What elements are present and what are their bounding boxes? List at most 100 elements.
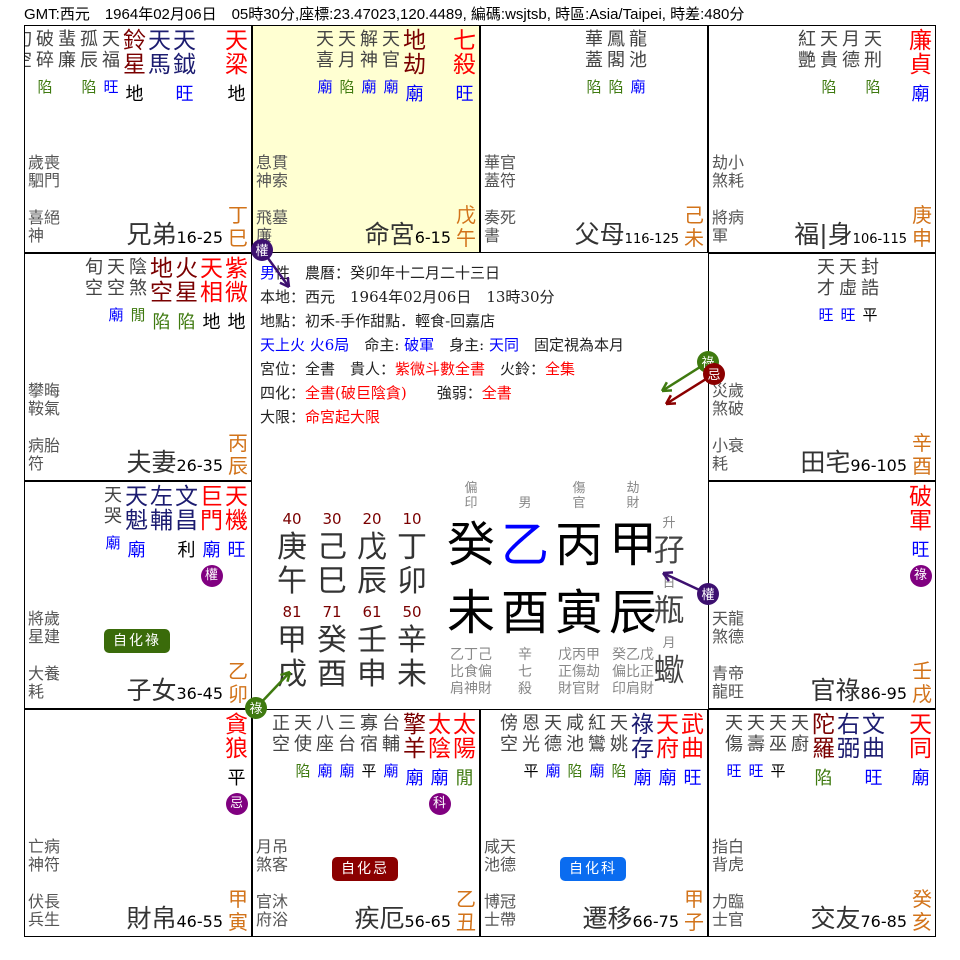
star-火星[interactable]: 火星陷	[174, 257, 199, 333]
star-蜚廉[interactable]: 蜚廉	[56, 29, 78, 96]
star-天使[interactable]: 天使陷	[292, 713, 314, 780]
minor-god-line: 指白	[712, 837, 745, 856]
star-天府[interactable]: 天府廟	[655, 713, 680, 789]
palace-子[interactable]: 武曲旺天府廟祿存廟天姚陷紅鸞廟咸池陷天德廟恩光平傍空 咸天池德博冠士帶遷移66-…	[480, 709, 708, 937]
star-鈴星[interactable]: 鈴星地	[122, 29, 147, 105]
star-封誥[interactable]: 封誥平	[859, 257, 881, 324]
star-解神[interactable]: 解神廟	[358, 29, 380, 96]
star-正空[interactable]: 正空	[270, 713, 292, 780]
star-name: 天機	[225, 484, 248, 534]
star-三台[interactable]: 三台廟	[336, 713, 358, 780]
star-華蓋[interactable]: 華蓋陷	[583, 29, 605, 96]
star-name: 天貴	[820, 29, 838, 71]
star-寡宿[interactable]: 寡宿平	[358, 713, 380, 780]
star-恩光[interactable]: 恩光平	[520, 713, 542, 780]
star-天空[interactable]: 天空廟	[105, 257, 127, 324]
star-name: 文昌	[175, 484, 198, 534]
star-破軍[interactable]: 破軍旺祿	[908, 485, 933, 587]
star-天廚[interactable]: 天廚	[789, 713, 811, 780]
info-text: 破軍	[404, 336, 435, 354]
star-天官[interactable]: 天官廟	[380, 29, 402, 96]
star-武曲[interactable]: 武曲旺	[680, 713, 705, 789]
star-天才[interactable]: 天才旺	[815, 257, 837, 324]
star-祿存[interactable]: 祿存廟	[630, 713, 655, 789]
minor-god-line: 士官	[712, 910, 745, 929]
star-天壽[interactable]: 天壽旺	[745, 713, 767, 780]
star-天喜[interactable]: 天喜廟	[314, 29, 336, 96]
star-月德[interactable]: 月德	[840, 29, 862, 96]
star-左輔[interactable]: 左輔	[149, 485, 174, 561]
star-擎羊[interactable]: 擎羊廟	[402, 713, 427, 789]
star-八座[interactable]: 八座廟	[314, 713, 336, 780]
star-天馬[interactable]: 天馬	[147, 29, 172, 105]
star-右弼[interactable]: 右弼	[836, 713, 861, 789]
star-name: 天魁	[125, 484, 148, 534]
star-天魁[interactable]: 天魁廟	[124, 485, 149, 561]
minor-gods: 將歲星建	[28, 610, 60, 646]
star-天同[interactable]: 天同廟	[908, 713, 933, 789]
star-name: 八座	[316, 713, 334, 755]
star-旬空[interactable]: 旬空	[25, 29, 34, 96]
star-傍空[interactable]: 傍空	[498, 713, 520, 780]
info-text: 宮位：全書 貴人：	[260, 360, 396, 378]
star-地劫[interactable]: 地劫廟	[402, 29, 427, 105]
star-天相[interactable]: 天相地	[199, 257, 224, 333]
minor-god-line: 書	[484, 226, 501, 245]
star-name: 天鉞	[173, 28, 196, 78]
star-貪狼[interactable]: 貪狼平忌	[224, 713, 249, 815]
star-brightness: 廟	[383, 762, 399, 780]
star-太陽[interactable]: 太陽閒	[452, 713, 477, 789]
star-紅鸞[interactable]: 紅鸞廟	[586, 713, 608, 780]
star-巨門[interactable]: 巨門廟權	[199, 485, 224, 587]
star-破碎[interactable]: 破碎陷	[34, 29, 56, 96]
star-廉貞[interactable]: 廉貞廟	[908, 29, 933, 105]
star-天福[interactable]: 天福旺	[100, 29, 122, 96]
star-陰煞[interactable]: 陰煞閒	[127, 257, 149, 324]
star-七殺[interactable]: 七殺旺	[452, 29, 477, 105]
star-天哭[interactable]: 天哭廟	[102, 485, 124, 552]
star-陀羅[interactable]: 陀羅陷	[811, 713, 836, 789]
star-紅艷[interactable]: 紅艷	[796, 29, 818, 96]
star-天鉞[interactable]: 天鉞旺	[172, 29, 197, 105]
luck-age: 10	[402, 510, 422, 528]
star-天月[interactable]: 天月陷	[336, 29, 358, 96]
star-天傷[interactable]: 天傷旺	[723, 713, 745, 780]
star-天貴[interactable]: 天貴陷	[818, 29, 840, 96]
star-孤辰[interactable]: 孤辰陷	[78, 29, 100, 96]
star-天機[interactable]: 天機旺	[224, 485, 249, 561]
star-文曲[interactable]: 文曲旺	[861, 713, 886, 789]
star-咸池[interactable]: 咸池陷	[564, 713, 586, 780]
star-天虛[interactable]: 天虛旺	[837, 257, 859, 324]
ten-god: 傷	[572, 481, 586, 496]
star-brightness	[507, 763, 512, 780]
star-天德[interactable]: 天德廟	[542, 713, 564, 780]
star-文昌[interactable]: 文昌利	[174, 485, 199, 561]
star-天刑[interactable]: 天刑陷	[862, 29, 884, 96]
palace-name: 父母116-125	[575, 215, 679, 251]
star-台輔[interactable]: 台輔廟	[380, 713, 402, 780]
star-鳳閣[interactable]: 鳳閣陷	[605, 29, 627, 96]
star-name: 咸池	[566, 713, 584, 755]
palace-age-range: 96-105	[850, 456, 907, 475]
star-地空[interactable]: 地空陷	[149, 257, 174, 333]
palace-丑[interactable]: 太陽閒太陰廟科擎羊廟台輔廟寡宿平三台廟八座廟天使陷正空 月吊煞客官沐府浴疾厄56…	[252, 709, 480, 937]
star-紫微[interactable]: 紫微地	[224, 257, 249, 333]
star-旬空[interactable]: 旬空	[83, 257, 105, 324]
star-天姚[interactable]: 天姚陷	[608, 713, 630, 780]
ten-god: 印	[464, 496, 478, 511]
star-龍池[interactable]: 龍池廟	[627, 29, 649, 96]
star-天巫[interactable]: 天巫平	[767, 713, 789, 780]
star-太陰[interactable]: 太陰廟科	[427, 713, 452, 815]
star-天梁[interactable]: 天梁地	[224, 29, 249, 105]
